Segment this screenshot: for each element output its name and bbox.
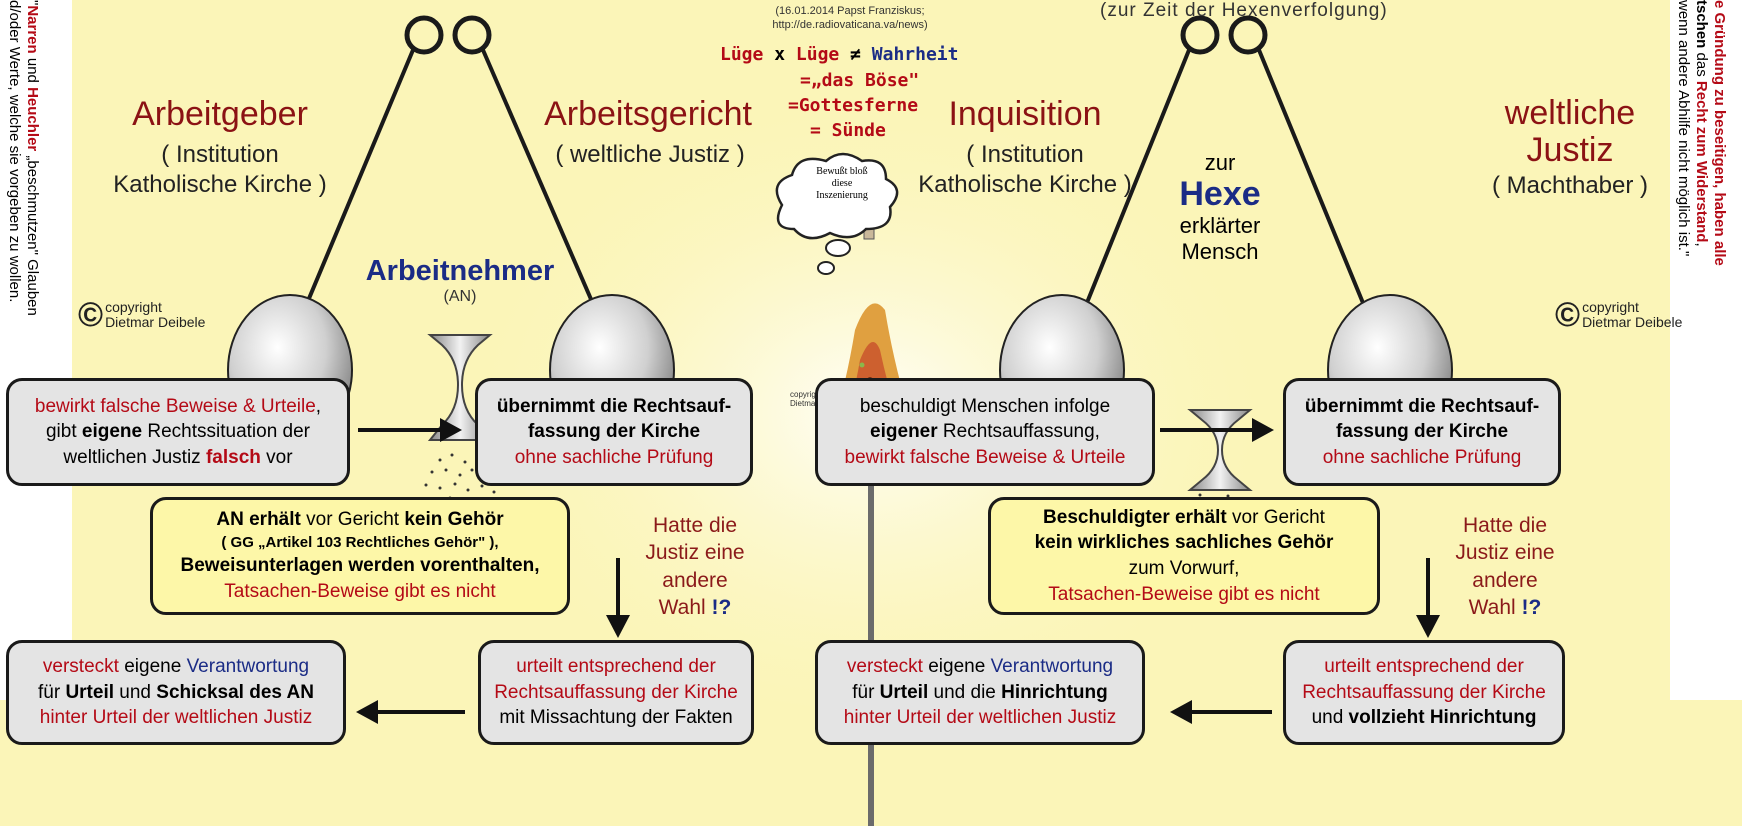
equation-result-1: =„das Böse" <box>800 70 919 91</box>
right-box-court-adopts: übernimmt die Rechtsauf- fassung der Kir… <box>1283 378 1561 486</box>
equation-result-3: = Sünde <box>810 120 886 141</box>
employer-subtitle: ( Institution Katholische Kirche ) <box>70 140 370 200</box>
right-box-judges: urteilt entsprechend der Rechtsauffassun… <box>1283 640 1565 745</box>
left-side-strip: "Narren und Heuchler „beschmutzen" Glaub… <box>0 0 72 700</box>
left-box-judges: urteilt entsprechend der Rechtsauffassun… <box>478 640 754 745</box>
left-box-court-adopts: übernimmt die Rechtsauf- fassung der Kir… <box>475 378 753 486</box>
right-box-hides-responsibility: versteckt eigene Verantwortung für Urtei… <box>815 640 1145 745</box>
employee-label: Arbeitnehmer (AN) <box>360 255 560 306</box>
left-box-church-evidence: bewirkt falsche Beweise & Urteile, gibt … <box>6 378 350 486</box>
inquisition-subtitle: ( Institution Katholische Kirche ) <box>875 140 1175 200</box>
court-subtitle: ( weltliche Justiz ) <box>540 140 760 170</box>
equation-result-2: =Gottesferne <box>788 95 918 116</box>
right-side-strip: e Gründung zu beseitigen, haben alle tsc… <box>1670 0 1742 700</box>
source-citation: (16.01.2014 Papst Franziskus; http://de.… <box>720 4 980 32</box>
left-box-hides-responsibility: versteckt eigene Verantwortung für Urtei… <box>6 640 346 745</box>
right-box-no-hearing: Beschuldigter erhält vor Gericht kein wi… <box>988 497 1380 615</box>
left-side-text: "Narren und Heuchler „beschmutzen" Glaub… <box>5 0 41 316</box>
right-side-text: e Gründung zu beseitigen, haben alle tsc… <box>1674 0 1728 266</box>
right-question: Hatte die Justiz eine andere Wahl !? <box>1450 512 1560 621</box>
equation-line: Lüge x Lüge ≠ Wahrheit <box>720 44 958 65</box>
court-title: Arbeitsgericht <box>528 95 768 134</box>
inquisition-title: Inquisition <box>900 95 1150 134</box>
witch-label: zur Hexe erklärter Mensch <box>1160 150 1280 265</box>
right-header-caption: (zur Zeit der Hexenverfolgung) <box>1100 0 1388 22</box>
source-line-1: (16.01.2014 Papst Franziskus; <box>720 4 980 18</box>
left-question: Hatte die Justiz eine andere Wahl !? <box>640 512 750 621</box>
secular-justice-title: weltliche Justiz ( Machthaber ) <box>1470 95 1670 201</box>
right-box-accuses: beschuldigt Menschen infolge eigener Rec… <box>815 378 1155 486</box>
source-line-2: http://de.radiovaticana.va/news) <box>720 18 980 32</box>
left-box-no-hearing: AN erhält vor Gericht kein Gehör ( GG „A… <box>150 497 570 615</box>
employer-title: Arbeitgeber <box>110 95 330 134</box>
